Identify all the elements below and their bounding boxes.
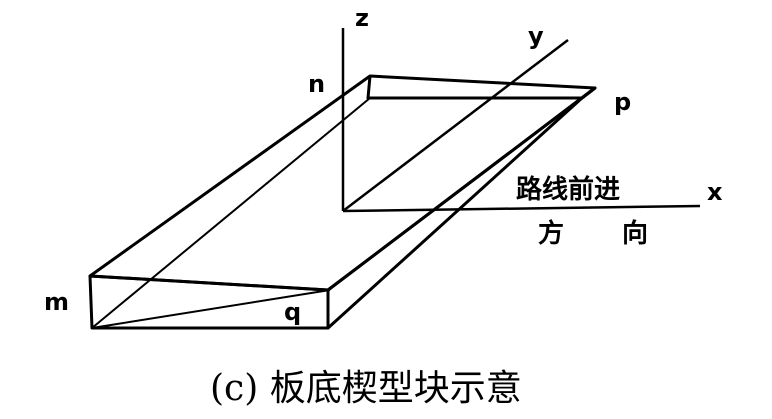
direction-label-line2a: 方 — [538, 218, 564, 249]
x-axis — [342, 204, 701, 213]
corner-p-label: p — [614, 88, 631, 116]
direction-label-line2b: 向 — [622, 218, 648, 249]
figure-caption: (c) 板底楔型块示意 — [210, 368, 522, 409]
axis-z-label: z — [355, 4, 369, 32]
wedge-diagonal-back — [91, 97, 371, 329]
slab-right-face — [326, 86, 597, 330]
corner-m-label: m — [44, 288, 69, 316]
axis-y-label: y — [528, 22, 544, 50]
y-axis — [342, 39, 569, 212]
wedge-diagonal — [91, 289, 331, 329]
axis-x-label: x — [707, 178, 723, 206]
direction-label-line1: 路线前进 — [516, 174, 620, 205]
corner-q-label: q — [284, 298, 301, 326]
corner-n-label: n — [308, 70, 325, 98]
